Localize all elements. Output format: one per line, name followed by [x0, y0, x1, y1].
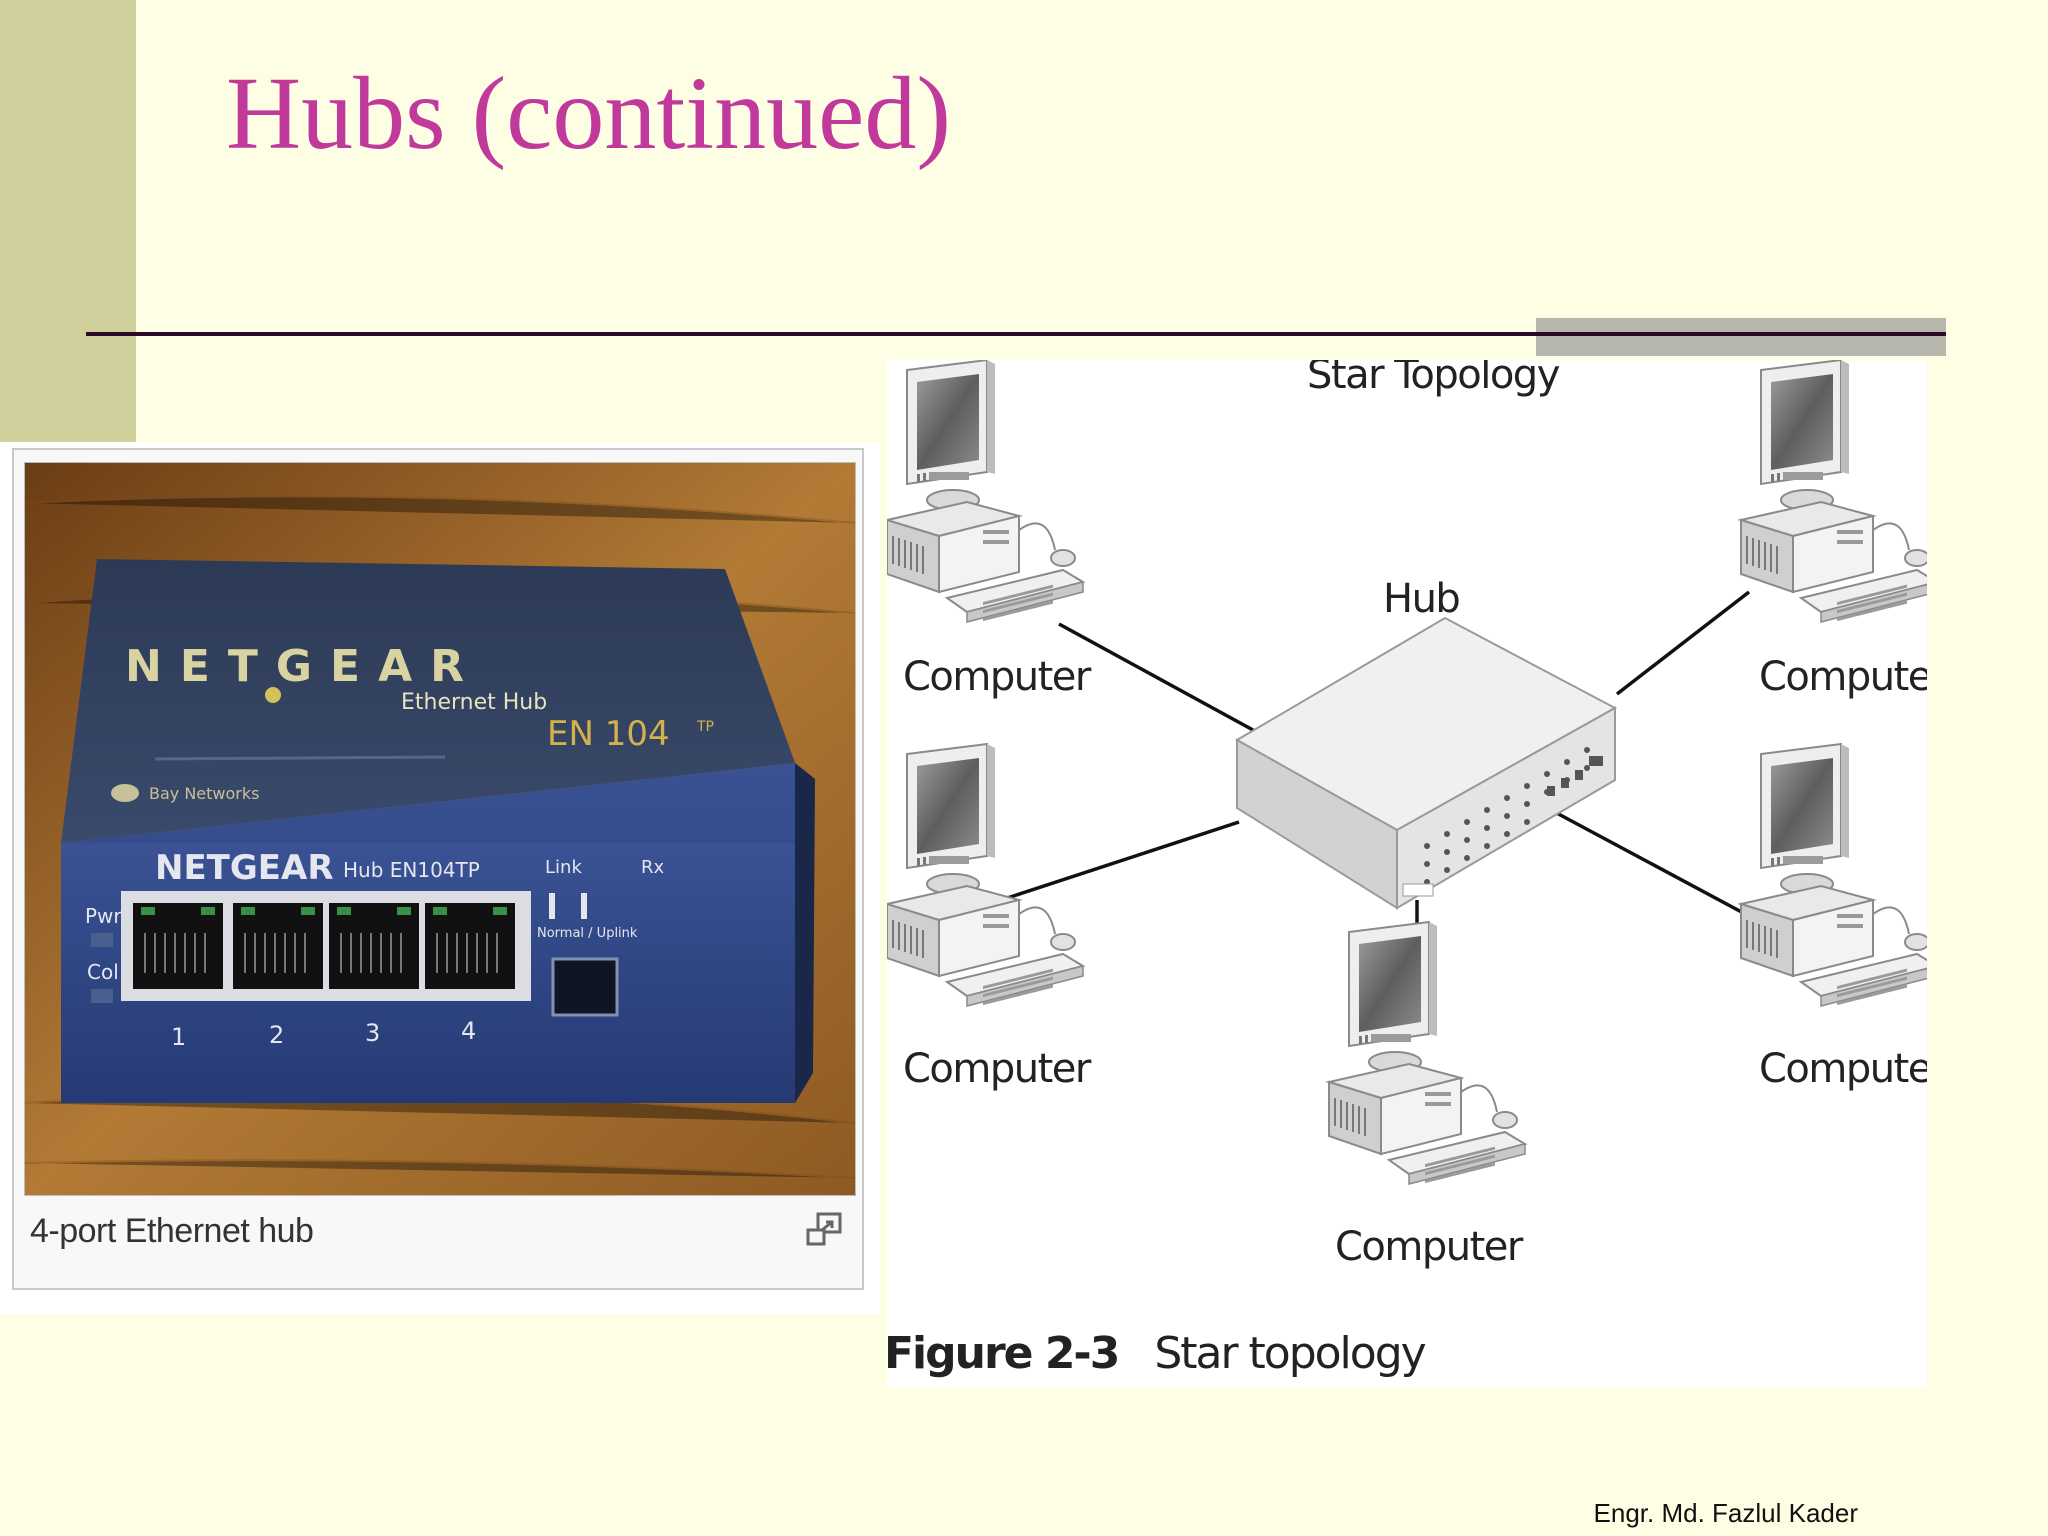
computer-label-top-left: Computer — [903, 654, 1092, 700]
title-rule-accent — [1536, 318, 1946, 356]
photo-caption: 4-port Ethernet hub — [30, 1212, 314, 1250]
device-port-4: 4 — [461, 1017, 476, 1045]
computer-top-right — [1740, 359, 1938, 623]
netgear-hub-photo: NETGEAR Ethernet Hub EN 104 TP Bay Netwo… — [24, 462, 856, 1196]
device-header-rx: Rx — [641, 857, 665, 878]
figure-title: Star topology — [1154, 1328, 1426, 1379]
slide-title: Hubs (continued) — [226, 56, 951, 171]
device-port-2: 2 — [269, 1021, 284, 1049]
device-front-brand: NETGEAR — [155, 848, 334, 888]
hub-device — [1234, 616, 1618, 910]
figure-number: Figure 2-3 — [884, 1328, 1120, 1379]
device-led-pwr: Pwr — [85, 904, 122, 928]
device-port-3: 3 — [365, 1019, 380, 1047]
device-brand-top: NETGEAR — [125, 641, 482, 692]
enlarge-icon[interactable] — [804, 1210, 844, 1250]
hub-label: Hub — [1383, 576, 1459, 622]
title-rule — [86, 332, 1946, 336]
diagram-heading: Star Topology — [1307, 360, 1560, 398]
computer-label-top-right: Computer — [1759, 654, 1927, 700]
device-front-model: Hub EN104TP — [343, 858, 480, 882]
computer-mid-right — [1740, 743, 1938, 1007]
device-product-line: Ethernet Hub — [401, 690, 547, 715]
device-model: EN 104 — [547, 714, 670, 754]
computer-mid-left — [886, 743, 1084, 1007]
device-uplink-label: Normal / Uplink — [537, 926, 638, 941]
computer-label-mid-right: Computer — [1759, 1046, 1927, 1092]
device-led-col: Col — [87, 960, 119, 984]
computer-bottom — [1328, 921, 1526, 1185]
computer-label-bottom: Computer — [1335, 1224, 1524, 1270]
computer-top-left — [886, 359, 1084, 623]
author-footer: Engr. Md. Fazlul Kader — [1593, 1498, 1858, 1528]
device-port-1: 1 — [171, 1023, 186, 1051]
device-model-suffix: TP — [696, 719, 714, 735]
computer-label-mid-left: Computer — [903, 1046, 1092, 1092]
left-accent-band — [0, 0, 136, 442]
connection-lines — [988, 590, 1751, 934]
device-vendor: Bay Networks — [149, 784, 259, 803]
figure-caption: Figure 2-3 Star topology — [884, 1328, 1427, 1379]
device-header-link: Link — [545, 857, 582, 878]
star-topology-diagram: Star Topology Hub Computer Computer Comp… — [886, 352, 1949, 1388]
